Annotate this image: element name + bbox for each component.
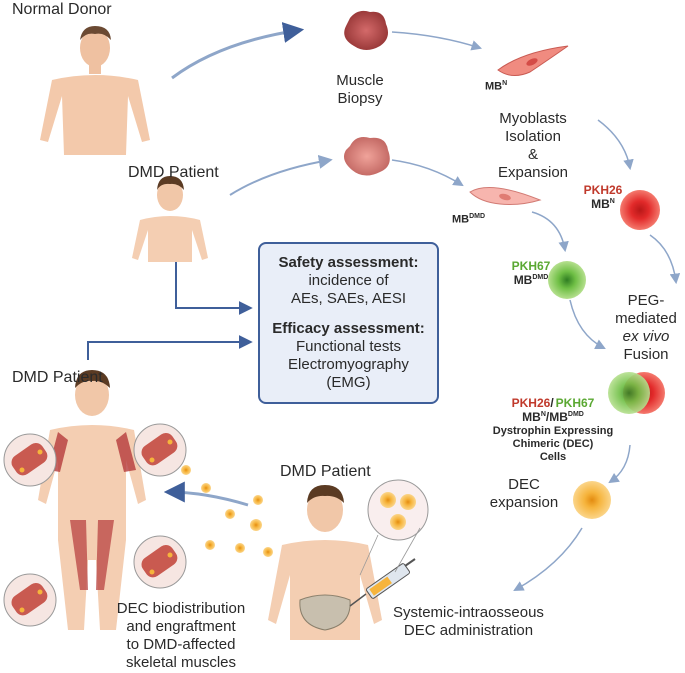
arrow-biopsy-to-mbn xyxy=(391,31,482,51)
arrow-isolation-to-pkh26 xyxy=(597,119,634,171)
label-normal-donor: Normal Donor xyxy=(12,1,112,18)
arrow-patient-to-box xyxy=(175,262,253,315)
dec-fused-cell xyxy=(608,372,665,414)
assessment-box: Safety assessment: incidence of AEs, SAE… xyxy=(258,242,439,404)
label-dmd-patient-recipient: DMD Patient xyxy=(280,463,371,480)
arrow-cells-to-body xyxy=(163,481,249,507)
arrow-mbdmd-to-pkh67 xyxy=(531,211,569,253)
efficacy-line-1: Functional tests xyxy=(295,338,402,355)
arrow-donor-to-biopsy xyxy=(171,22,305,80)
arrow-pkh67-to-fusion xyxy=(569,299,606,349)
label-dmd-patient-treated: DMD Patient xyxy=(12,369,103,386)
dmd-patient-figure-top xyxy=(132,176,208,262)
efficacy-line-2: Electromyography xyxy=(288,356,409,373)
arrow-patient-to-biopsy xyxy=(229,154,333,196)
treated-patient-figure xyxy=(38,370,146,630)
label-dmd-patient-top: DMD Patient xyxy=(128,164,219,181)
arrow-treated-to-box xyxy=(87,335,253,360)
recipient-patient-figure xyxy=(268,485,382,640)
muscle-biopsy-dmd xyxy=(344,137,390,176)
syringe-icon xyxy=(349,558,416,607)
label-pkh26: PKH26 MBN xyxy=(583,183,623,212)
safety-line-1: incidence of xyxy=(308,272,389,289)
label-pkh67: PKH67 MBDMD xyxy=(511,259,551,288)
arrow-biopsy-to-mbdmd xyxy=(391,159,464,187)
arrow-expansion-to-admin xyxy=(513,527,583,592)
safety-line-2: AEs, SAEs, AESI xyxy=(290,290,407,307)
normal-donor-figure xyxy=(40,26,150,155)
muscle-biopsy-normal xyxy=(344,10,388,50)
efficacy-title: Efficacy assessment: xyxy=(272,320,425,337)
muscle-inset-circles xyxy=(3,423,187,627)
pkh67-green-cell xyxy=(548,261,586,299)
circulating-dec-cells xyxy=(181,465,273,557)
dec-expansion-cell xyxy=(573,481,611,519)
arrow-pkh26-to-fusion xyxy=(649,234,681,285)
pkh26-red-cell xyxy=(620,190,660,230)
label-mb-dmd: MBDMD xyxy=(452,213,486,226)
label-dec-cells: PKH26/PKH67 MBN/MBDMD Dystrophin Express… xyxy=(492,396,614,464)
label-mb-n: MBN xyxy=(485,80,508,93)
syringe-contents-inset xyxy=(359,479,429,576)
safety-title: Safety assessment: xyxy=(278,254,419,271)
efficacy-line-3: (EMG) xyxy=(326,374,371,391)
arrow-dec-to-expansion xyxy=(608,444,631,484)
